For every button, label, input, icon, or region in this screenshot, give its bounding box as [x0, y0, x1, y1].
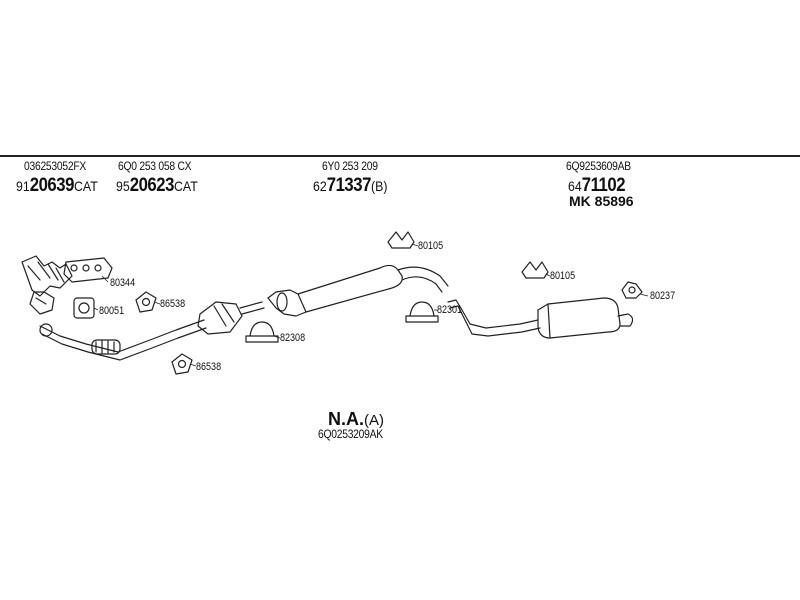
front-pipe-drawing	[39, 319, 207, 361]
flange-gasket-drawing	[73, 297, 95, 319]
callout-80237: 80237	[650, 290, 676, 302]
gasket-drawing	[63, 257, 113, 283]
callout-80051: 80051	[99, 305, 125, 317]
ref-col3: 6Y0 253 209	[322, 159, 378, 173]
callout-80344: 80344	[110, 277, 136, 289]
ref-col2: 6Q0 253 058 CX	[118, 159, 192, 173]
callout-80105-top: 80105	[418, 240, 444, 252]
hanger-80237-drawing	[621, 281, 643, 299]
callout-86538-top: 86538	[160, 298, 186, 310]
exhaust-manifold-drawing	[21, 255, 73, 315]
rear-pipe-drawing	[447, 299, 541, 337]
code-col3: 6271337(B)	[313, 175, 388, 196]
mk-col4: MK 85896	[569, 193, 634, 209]
code-col2: 9520623CAT	[116, 175, 198, 196]
hanger-80105-rear-drawing	[521, 261, 549, 279]
ref-col1: 036253052FX	[24, 159, 87, 173]
hanger-86538-top-drawing	[135, 291, 157, 313]
clamp-82301-drawing	[405, 301, 439, 323]
catalytic-converter-drawing	[197, 301, 265, 335]
clamp-82308-drawing	[245, 321, 279, 343]
middle-silencer-drawing	[267, 264, 449, 317]
hanger-80105-top-drawing	[387, 231, 415, 249]
callout-82301: 82301	[437, 304, 463, 316]
hanger-86538-bottom-drawing	[171, 353, 193, 375]
code-col1: 9120639CAT	[16, 175, 98, 196]
divider-line	[0, 155, 800, 157]
rear-silencer-drawing	[537, 297, 634, 339]
callout-82308: 82308	[280, 332, 306, 344]
na-label: N.A.(A)	[328, 409, 384, 429]
code-col4: 6471102	[568, 175, 626, 196]
ref-col4: 6Q9253609AB	[566, 159, 631, 173]
na-ref: 6Q0253209AK	[318, 427, 383, 441]
callout-86538-bottom: 86538	[196, 361, 222, 373]
callout-80105-rear: 80105	[550, 270, 576, 282]
